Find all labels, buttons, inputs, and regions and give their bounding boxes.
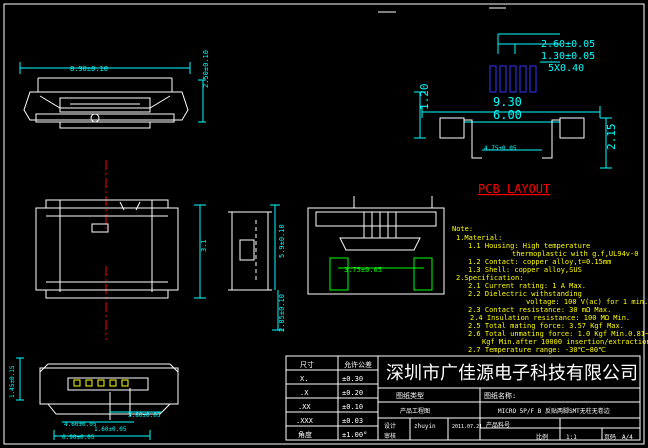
tol-header-tolerance: 允许公差 — [344, 360, 372, 369]
note-line-11: 2.4 Insulation resistance: 100 MΩ Min. — [470, 314, 630, 322]
tol-row-4-size: 角度 — [298, 430, 312, 439]
bottom-view[interactable]: 1.45±0.15 3.80±0.05 4.60±0.05 6.90±0.05 … — [9, 357, 179, 441]
company-name: 深圳市广佳源电子科技有限公司 — [386, 363, 638, 384]
note-line-7: 2.1 Current rating: 1 A Max. — [468, 282, 586, 290]
bottom-dim-5: 1.60±0.05 — [94, 426, 127, 433]
side-view-height-dim: 3.1 — [200, 239, 208, 252]
tol-row-1-value: ±0.20 — [342, 389, 363, 397]
bottom-dim-1: 1.45±0.15 — [9, 365, 16, 398]
designer-name: zhuyin — [414, 423, 436, 430]
product-no-label: 产品料号 — [486, 421, 510, 429]
note-line-12: 2.5 Total mating force: 3.57 Kgf Max. — [468, 322, 624, 330]
tol-row-2-value: ±0.10 — [342, 403, 363, 411]
pcb-layout[interactable]: 2.60±0.05 1.30±0.05 5X0.40 9.30 6.00 1.2… — [414, 33, 618, 196]
note-line-2: 1.1 Housing: High temperature — [468, 242, 590, 250]
note-line-1: 1.Material: — [456, 234, 502, 242]
pcb-width-dim: 9.30 — [493, 95, 522, 109]
design-date: 2011.07.21 — [452, 424, 482, 430]
side-profile-dim-2: 2.85±0.10 — [278, 294, 286, 332]
note-line-0: Note: — [452, 225, 473, 233]
title-block[interactable]: 尺寸 允许公差 X. ±0.30 .X ±0.20 .XX ±0.10 .XXX… — [285, 355, 641, 441]
pitch-dim-2: 1.30±0.05 — [541, 51, 595, 62]
side-view[interactable]: 3.1 — [35, 160, 208, 340]
note-line-4: 1.2 Contact: copper alloy,t=0.15mm — [468, 258, 611, 266]
tol-row-0-value: ±0.30 — [342, 375, 363, 383]
tol-header-size: 尺寸 — [300, 360, 314, 369]
tol-row-3-value: ±0.03 — [342, 417, 363, 425]
tol-row-0-size: X. — [300, 375, 308, 383]
tol-row-4-value: ±1.00° — [342, 431, 367, 439]
front-view[interactable]: 3.75±0.05 — [307, 196, 445, 295]
bottom-dim-4: 6.90±0.05 — [62, 434, 95, 441]
sheet-label: 页码 — [604, 433, 616, 441]
front-view-dim: 3.75±0.05 — [344, 266, 382, 274]
border-ticks — [378, 7, 506, 13]
bottom-dim-3: 4.60±0.05 — [64, 421, 97, 428]
note-line-3: thermoplastic with g.f,UL94v-0 — [512, 250, 638, 258]
note-line-5: 1.3 Shell: copper alloy,SUS — [468, 266, 582, 274]
drawing-type-label: 图纸类型 — [396, 391, 424, 400]
design-label: 设计 — [384, 422, 396, 430]
side-profile-dim-1: 5.9±0.10 — [278, 224, 286, 258]
side-profile[interactable]: 5.9±0.10 2.85±0.10 — [228, 204, 286, 332]
sheet-value: A/4 — [622, 434, 633, 441]
note-line-14: Kgf Min.after 10000 insertion/extraction… — [482, 338, 648, 346]
note-line-8: 2.2 Dielectric withstanding — [468, 290, 582, 298]
tol-row-3-size: .XXX — [296, 417, 314, 425]
drawing-name-label: 图纸名称: — [484, 391, 516, 400]
top-view-height-dim: 2.50±0.10 — [202, 50, 210, 88]
pcb-inner-dim: 6.00 — [493, 108, 522, 122]
pcb-layout-title: PCB LAYOUT — [478, 182, 550, 196]
top-view[interactable]: 8.90±0.10 2.50±0.10 — [19, 50, 210, 129]
drawing-name: MICRO 5P/F B 反贴两脚SMT无柱无卷边 — [498, 407, 610, 415]
tol-row-1-size: .X — [300, 389, 309, 397]
pcb-left-height-dim: 1.20 — [418, 84, 431, 111]
pad-gap-dim: 4.75±0.05 — [484, 145, 517, 152]
note-line-13: 2.6 Total unmating force: 1.0 Kgf Min.0.… — [468, 330, 648, 338]
note-line-9: voltage: 100 V(ac) for 1 min. — [526, 298, 648, 306]
bottom-dim-2: 3.80±0.05 — [128, 412, 161, 419]
top-view-width-dim: 8.90±0.10 — [70, 65, 108, 73]
notes-block: Note: 1.Material: 1.1 Housing: High temp… — [452, 225, 648, 354]
note-line-6: 2.Specification: — [456, 274, 523, 282]
sheet-border — [3, 3, 645, 445]
review-label: 审核 — [384, 432, 396, 440]
note-line-15: 2.7 Temperature range: -30℃~80℃ — [468, 346, 606, 354]
pitch-dim-3: 5X0.40 — [548, 63, 584, 74]
pitch-dim-1: 2.60±0.05 — [541, 39, 595, 50]
tol-row-2-size: .XX — [298, 403, 311, 411]
pcb-right-height-dim: 2.15 — [605, 124, 618, 151]
note-line-10: 2.3 Contact resistance: 30 mΩ Max. — [468, 306, 611, 314]
scale-label: 比例 — [536, 433, 548, 441]
scale-value: 1:1 — [566, 434, 577, 441]
product-drawing-label: 产品工程图 — [400, 407, 430, 415]
